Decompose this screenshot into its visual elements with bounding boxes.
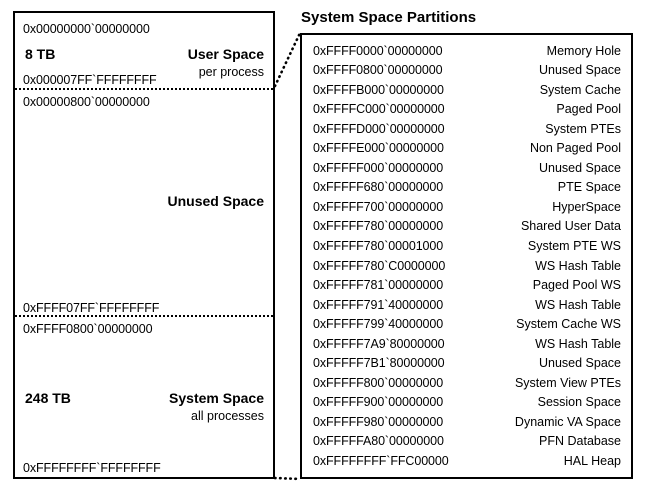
table-row: 0xFFFFF000`00000000 Unused Space (313, 158, 621, 178)
partition-name: PTE Space (557, 180, 621, 195)
table-row: 0xFFFFE000`00000000 Non Paged Pool (313, 139, 621, 159)
partition-name: HyperSpace (552, 199, 621, 214)
partition-name: Non Paged Pool (529, 141, 621, 156)
partition-name: Paged Pool (556, 102, 621, 117)
table-row: 0xFFFFC000`00000000 Paged Pool (313, 100, 621, 120)
partition-name: System PTEs (545, 121, 621, 136)
connector-line-bottom (273, 476, 302, 481)
user-space-end-address: 0x000007FF`FFFFFFFF (23, 73, 157, 87)
partition-address: 0xFFFFF000`00000000 (313, 160, 444, 175)
unused-space-start-address: 0x00000800`00000000 (23, 95, 150, 109)
table-row: 0xFFFFF680`00000000 PTE Space (313, 178, 621, 198)
table-row: 0xFFFFF980`00000000 Dynamic VA Space (313, 412, 621, 432)
partition-address: 0xFFFFE000`00000000 (313, 141, 444, 156)
user-space-start-address: 0x00000000`00000000 (23, 22, 150, 36)
user-space-size: 8 TB (25, 46, 56, 62)
partition-address: 0xFFFFF780`00001000 (313, 238, 444, 253)
partition-address: 0xFFFFD000`00000000 (313, 121, 445, 136)
partitions-title: System Space Partitions (301, 9, 477, 26)
partition-address: 0xFFFF0000`00000000 (313, 43, 443, 58)
partition-name: HAL Heap (563, 454, 621, 468)
system-space-scope: all processes (191, 409, 264, 423)
partition-name: System Cache (539, 82, 621, 97)
system-space-label: System Space (169, 390, 264, 406)
partition-name: Unused Space (538, 63, 621, 78)
user-space-scope: per process (198, 65, 264, 79)
table-row: 0xFFFFF799`40000000 System Cache WS (313, 315, 621, 335)
partition-address: 0xFFFFF680`00000000 (313, 180, 444, 195)
table-row: 0xFFFFF7A9`80000000 WS Hash Table (313, 334, 621, 354)
partition-name: Memory Hole (546, 43, 621, 58)
partition-name: Unused Space (538, 160, 621, 175)
partition-name: PFN Database (539, 434, 621, 449)
system-space-size: 248 TB (25, 390, 71, 406)
table-row: 0xFFFFB000`00000000 System Cache (313, 80, 621, 100)
partition-address: 0xFFFFF980`00000000 (313, 414, 444, 429)
partitions-row-list: 0xFFFF0000`00000000 Memory Hole 0xFFFF0800… (313, 41, 621, 471)
partition-name: Paged Pool WS (532, 278, 621, 293)
virtual-address-space-diagram: 0x00000000`00000000 8 TB User Space per … (13, 11, 275, 479)
table-row: 0xFFFFFFFF`FFC00000 HAL Heap (313, 451, 621, 471)
partition-address: 0xFFFFF7B1`80000000 (313, 356, 445, 371)
partition-address: 0xFFFFF799`40000000 (313, 317, 444, 332)
table-row: 0xFFFFF800`00000000 System View PTEs (313, 373, 621, 393)
partition-address: 0xFFFFFFFF`FFC00000 (313, 454, 449, 468)
divider-user-unused (15, 88, 273, 90)
partition-address: 0xFFFFF780`C0000000 (313, 258, 446, 273)
partition-address: 0xFFFFF900`00000000 (313, 395, 444, 410)
partition-name: WS Hash Table (535, 297, 621, 312)
partition-name: WS Hash Table (535, 336, 621, 351)
partition-address: 0xFFFFFA80`00000000 (313, 434, 444, 449)
partition-name: Dynamic VA Space (514, 414, 621, 429)
unused-space-label: Unused Space (167, 193, 264, 209)
table-row: 0xFFFFF780`C0000000 WS Hash Table (313, 256, 621, 276)
table-row: 0xFFFFF700`00000000 HyperSpace (313, 197, 621, 217)
table-row: 0xFFFFFA80`00000000 PFN Database (313, 432, 621, 452)
table-row: 0xFFFFF791`40000000 WS Hash Table (313, 295, 621, 315)
partition-address: 0xFFFF0800`00000000 (313, 63, 443, 78)
table-row: 0xFFFF0000`00000000 Memory Hole (313, 41, 621, 61)
partition-name: Session Space (537, 395, 621, 410)
partition-address: 0xFFFFF700`00000000 (313, 199, 444, 214)
unused-space-end-address: 0xFFFF07FF`FFFFFFFF (23, 301, 160, 315)
system-space-start-address: 0xFFFF0800`00000000 (23, 322, 153, 336)
table-row: 0xFFFFF780`00001000 System PTE WS (313, 236, 621, 256)
system-space-end-address: 0xFFFFFFFF`FFFFFFFF (23, 461, 161, 475)
partition-name: System PTE WS (527, 238, 621, 253)
partition-name: System Cache WS (516, 317, 621, 332)
table-row: 0xFFFFF781`00000000 Paged Pool WS (313, 276, 621, 296)
partition-address: 0xFFFFF780`00000000 (313, 219, 444, 234)
partition-address: 0xFFFFF791`40000000 (313, 297, 444, 312)
table-row: 0xFFFF0800`00000000 Unused Space (313, 61, 621, 81)
table-row: 0xFFFFD000`00000000 System PTEs (313, 119, 621, 139)
partition-address: 0xFFFFF781`00000000 (313, 278, 444, 293)
partition-address: 0xFFFFF7A9`80000000 (313, 336, 445, 351)
table-row: 0xFFFFF7B1`80000000 Unused Space (313, 354, 621, 374)
divider-unused-system (15, 315, 273, 317)
table-row: 0xFFFFF780`00000000 Shared User Data (313, 217, 621, 237)
partition-address: 0xFFFFB000`00000000 (313, 82, 444, 97)
connector-line-top (273, 31, 302, 88)
user-space-label: User Space (187, 46, 264, 62)
table-row: 0xFFFFF900`00000000 Session Space (313, 393, 621, 413)
partition-name: Shared User Data (520, 219, 621, 234)
partitions-table: 0xFFFF0000`00000000 Memory Hole 0xFFFF0800… (300, 33, 633, 479)
partition-name: Unused Space (538, 356, 621, 371)
partition-name: System View PTEs (514, 375, 621, 390)
partition-address: 0xFFFFC000`00000000 (313, 102, 445, 117)
partition-address: 0xFFFFF800`00000000 (313, 375, 444, 390)
partition-name: WS Hash Table (535, 258, 621, 273)
